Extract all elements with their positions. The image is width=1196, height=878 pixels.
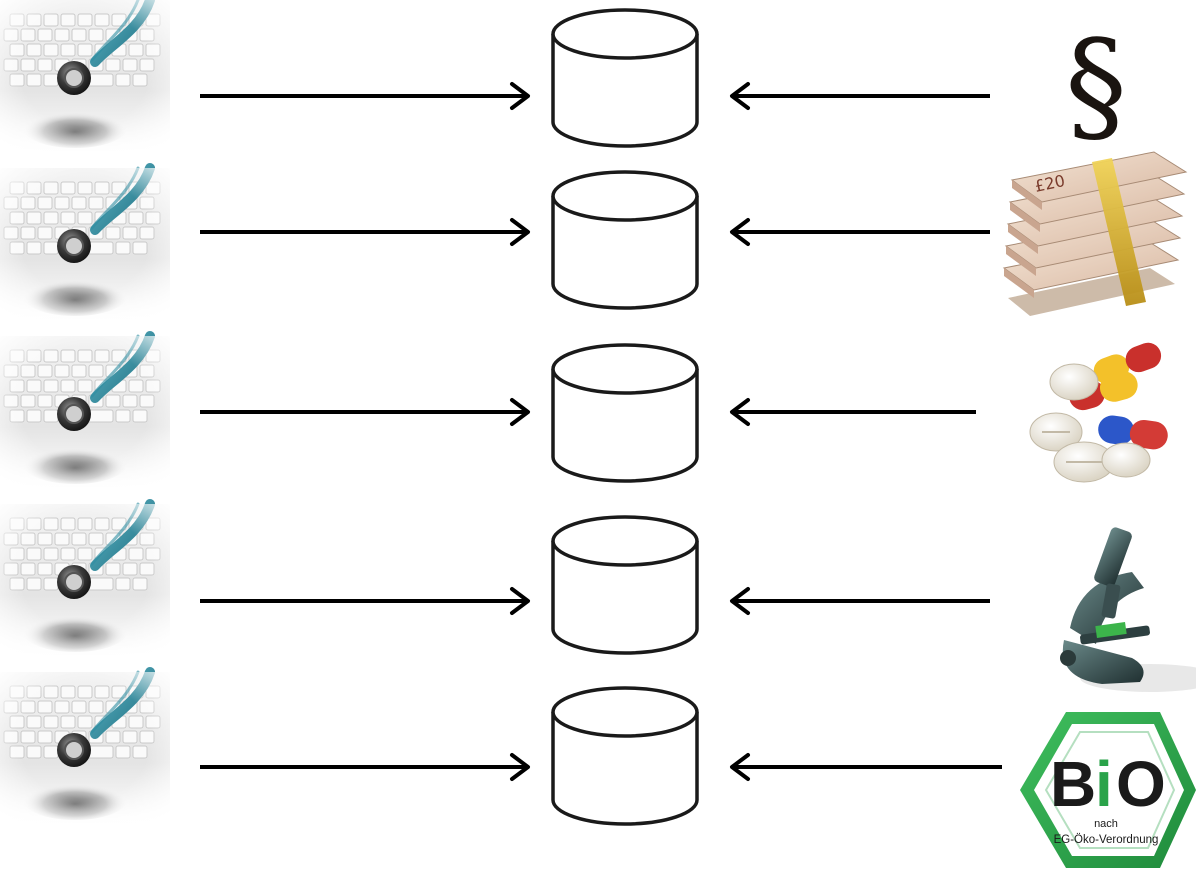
bio-seal-line2: EG-Öko-Verordnung <box>1054 834 1159 846</box>
bio-letter-b: B <box>1050 748 1096 820</box>
diagram-row: B i O nach EG-Öko-Verordnung <box>0 672 1196 868</box>
bio-seal-line1: nach <box>1094 818 1118 830</box>
pills-icon <box>1029 342 1168 483</box>
arrow-to-database <box>200 398 530 426</box>
arrow-from-resource <box>730 82 990 110</box>
banknote-stack-icon: £20 <box>1002 151 1188 316</box>
arrow-from-resource <box>730 753 1002 781</box>
diagram-row <box>0 504 1196 692</box>
database-icon <box>551 686 699 826</box>
diagram-row: § <box>0 0 1127 158</box>
bio-seal-icon: B i O nach EG-Öko-Verordnung <box>1020 712 1196 868</box>
keyboard-stethoscope-icon <box>0 168 170 320</box>
diagram-row <box>0 336 1168 488</box>
arrow-from-resource <box>730 587 990 615</box>
database-icon <box>551 170 699 310</box>
keyboard-stethoscope-icon <box>0 672 170 824</box>
bio-letter-i: i <box>1095 748 1113 820</box>
arrow-from-resource <box>730 218 990 246</box>
keyboard-stethoscope-icon <box>0 0 170 152</box>
arrow-to-database <box>200 587 530 615</box>
microscope-icon <box>1060 527 1196 692</box>
arrow-from-resource <box>730 398 976 426</box>
arrow-to-database <box>200 218 530 246</box>
arrow-to-database <box>200 82 530 110</box>
paragraph-sign-icon: § <box>1065 14 1127 158</box>
arrow-to-database <box>200 753 530 781</box>
diagram-row: £20 <box>0 151 1188 320</box>
database-icon <box>551 343 699 483</box>
database-icon <box>551 8 699 148</box>
keyboard-stethoscope-icon <box>0 336 170 488</box>
bio-letter-o: O <box>1116 748 1166 820</box>
paragraph-sign: § <box>1065 14 1127 158</box>
keyboard-stethoscope-icon <box>0 504 170 656</box>
database-icon <box>551 515 699 655</box>
